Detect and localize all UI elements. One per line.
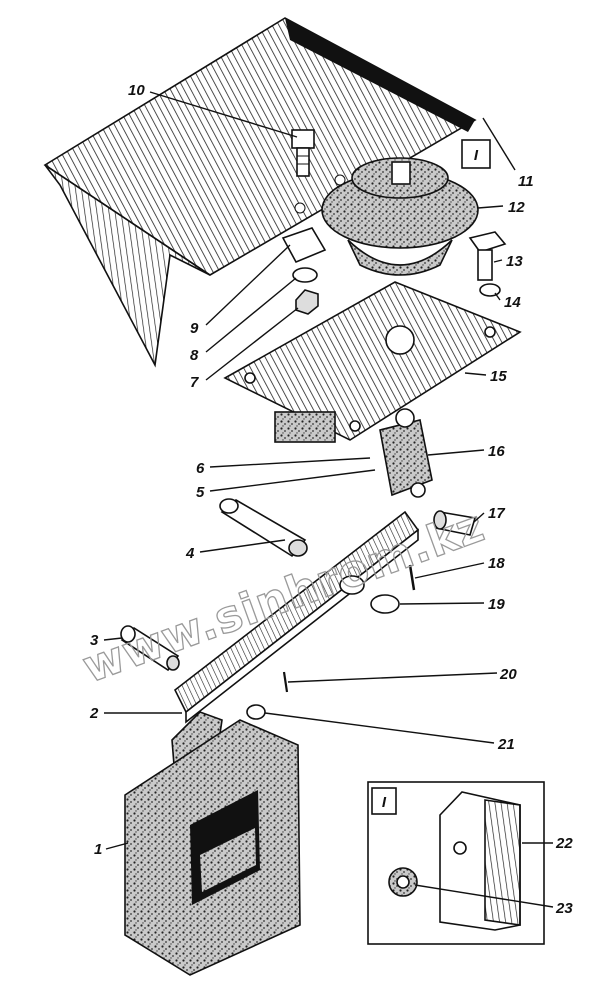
rack-bar-2 — [173, 510, 420, 724]
bolt-13 — [468, 231, 507, 281]
callout-12: 12 — [508, 199, 525, 216]
dome-housing-12 — [321, 157, 479, 276]
washer-14 — [479, 283, 501, 297]
callout-1: 1 — [94, 841, 102, 858]
weight-block-1 — [124, 711, 301, 976]
inset-marker-top: I — [461, 139, 491, 169]
bracket-16 — [379, 408, 433, 498]
bolt-10 — [291, 129, 315, 177]
callout-5: 5 — [196, 484, 205, 501]
callout-15: 15 — [490, 368, 507, 385]
bolt-17 — [433, 510, 477, 536]
inset-marker-label: I — [474, 147, 479, 164]
inset-detail-box: I — [367, 781, 545, 945]
callout-labels: 10 11 12 13 14 15 9 8 7 6 5 16 4 17 18 1… — [89, 82, 573, 917]
inset-box-marker: I — [382, 794, 387, 811]
nut-7 — [295, 289, 319, 315]
callout-4: 4 — [185, 545, 195, 562]
cotter-pin-20 — [282, 671, 289, 693]
base-plate-15 — [223, 281, 522, 443]
callout-23: 23 — [555, 900, 573, 917]
washer-19 — [370, 594, 400, 614]
callout-6: 6 — [196, 460, 205, 477]
cotter-pin-18 — [408, 564, 416, 591]
callout-17: 17 — [488, 505, 505, 522]
callout-2: 2 — [89, 705, 99, 722]
callout-9: 9 — [190, 320, 199, 337]
top-cover-plate — [43, 17, 477, 368]
callout-14: 14 — [504, 294, 521, 311]
callout-22: 22 — [555, 835, 573, 852]
callout-7: 7 — [190, 374, 199, 391]
washer-21 — [246, 704, 266, 720]
callout-21: 21 — [497, 736, 515, 753]
callout-11: 11 — [518, 173, 534, 190]
callout-8: 8 — [190, 347, 199, 364]
callout-3: 3 — [90, 632, 99, 649]
pin-3 — [120, 625, 180, 672]
callout-18: 18 — [488, 555, 505, 572]
leader-lines — [103, 91, 554, 908]
plate-9 — [281, 227, 327, 264]
callout-16: 16 — [488, 443, 505, 460]
callout-19: 19 — [488, 596, 505, 613]
pin-4 — [219, 498, 308, 558]
callout-10: 10 — [128, 82, 145, 99]
callout-20: 20 — [499, 666, 517, 683]
callout-13: 13 — [506, 253, 523, 270]
washer-8 — [292, 267, 318, 283]
